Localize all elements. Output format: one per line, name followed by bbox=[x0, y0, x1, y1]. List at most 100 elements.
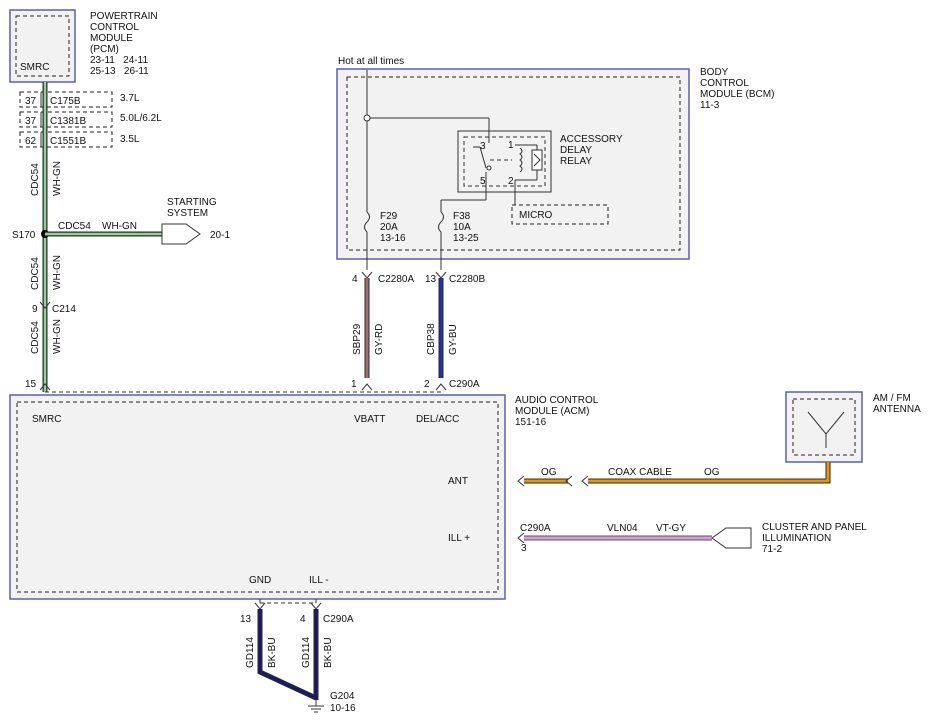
wire-circuit-label: CDC54 bbox=[30, 257, 41, 290]
fuse-ref: 13-25 bbox=[453, 233, 479, 244]
starting-title-1: STARTING bbox=[167, 197, 217, 208]
connector-name: C175B bbox=[50, 96, 81, 107]
acm-pin-ill-plus: ILL + bbox=[448, 533, 470, 544]
acm-pin-vbatt: VBATT bbox=[354, 414, 385, 425]
ground-symbol-icon bbox=[308, 700, 324, 713]
cluster-title-1: CLUSTER AND PANEL bbox=[762, 522, 867, 533]
hot-at-all-times-label: Hot at all times bbox=[338, 56, 404, 67]
acm-pin15-connector-icon bbox=[39, 383, 51, 391]
cluster-ref: 71-2 bbox=[762, 544, 782, 555]
relay-pin: 5 bbox=[480, 176, 486, 187]
bk-bu-wire bbox=[257, 609, 319, 701]
micro-box bbox=[511, 204, 609, 225]
c2280a-connector-icon bbox=[361, 271, 373, 279]
ground-pin: 13 bbox=[240, 614, 252, 625]
antenna-title-2: ANTENNA bbox=[873, 404, 921, 415]
coax-connector-icon bbox=[517, 475, 525, 487]
wire-circuit-label: GD114 bbox=[301, 637, 312, 668]
acm-title-1: AUDIO CONTROL bbox=[515, 395, 599, 406]
antenna-icon bbox=[807, 411, 845, 448]
connector-pin: 62 bbox=[25, 136, 37, 147]
acm-pin-ant: ANT bbox=[448, 476, 468, 487]
acm-pin: 1 bbox=[351, 379, 357, 390]
starting-ref: 20-1 bbox=[210, 230, 230, 241]
coax-color-label: OG bbox=[704, 467, 720, 478]
wire-circuit-label: CDC54 bbox=[30, 163, 41, 196]
wire-circuit-label: CDC54 bbox=[30, 321, 41, 354]
bcm-title-2: CONTROL bbox=[700, 78, 749, 89]
wire-color-label: GY-BU bbox=[448, 324, 459, 355]
relay-title-1: ACCESSORY bbox=[560, 134, 623, 145]
pcm-title-3: MODULE bbox=[90, 33, 133, 44]
starting-title-2: SYSTEM bbox=[167, 208, 208, 219]
c214-pin: 9 bbox=[32, 304, 38, 315]
relay-pin: 2 bbox=[508, 176, 514, 187]
pcm-title-1: POWERTRAIN bbox=[90, 11, 158, 22]
ground-ref: 10-16 bbox=[330, 703, 356, 714]
acm-ref: 151-16 bbox=[515, 417, 547, 428]
c214-connector-icon bbox=[39, 301, 51, 309]
c2280a-name: C2280A bbox=[378, 274, 414, 285]
wire-circuit-label: CBP38 bbox=[426, 323, 437, 355]
ground-name: G204 bbox=[330, 691, 355, 702]
pcm-refs-1: 23-11 24-11 bbox=[90, 55, 148, 66]
fuse-rating: 10A bbox=[453, 222, 471, 233]
connector-note: 3.7L bbox=[120, 93, 140, 104]
c2280b-pin: 13 bbox=[425, 274, 437, 285]
antenna-title-1: AM / FM bbox=[873, 393, 911, 404]
coax-cable-label: COAX CABLE bbox=[608, 467, 672, 478]
pcm-title-2: CONTROL bbox=[90, 22, 139, 33]
wire-circuit-label: GD114 bbox=[245, 637, 256, 668]
pcm-title-4: (PCM) bbox=[90, 44, 119, 55]
wire-circuit-label: SBP29 bbox=[352, 323, 363, 355]
wire-color-label: BK-BU bbox=[323, 637, 334, 668]
cluster-title-2: ILLUMINATION bbox=[762, 533, 831, 544]
wire-circuit-label: VLN04 bbox=[607, 523, 638, 534]
relay-coil-icon bbox=[519, 147, 523, 173]
c214-name: C214 bbox=[52, 304, 76, 315]
relay-pin: 3 bbox=[480, 141, 486, 152]
fuse-rating: 20A bbox=[380, 222, 398, 233]
ill-minus-connector-icon bbox=[310, 602, 322, 610]
wire-color-label: VT-GY bbox=[656, 523, 686, 534]
pcm-box bbox=[9, 9, 76, 83]
wire-color-label: WH-GN bbox=[52, 161, 63, 196]
wire-color-label: BK-BU bbox=[267, 637, 278, 668]
c2280b-name: C2280B bbox=[449, 274, 485, 285]
bcm-box bbox=[336, 68, 690, 260]
cluster-arrow bbox=[711, 527, 752, 549]
connector-note: 3.5L bbox=[120, 134, 140, 145]
connector-pin: 37 bbox=[25, 96, 37, 107]
acm-box bbox=[9, 394, 506, 600]
acm-pin-gnd: GND bbox=[249, 575, 271, 586]
connector-name: C1551B bbox=[50, 136, 86, 147]
relay-pin: 1 bbox=[508, 140, 514, 151]
connector-note: 5.0L/6.2L bbox=[120, 113, 162, 124]
acm-pin-smrc: SMRC bbox=[32, 414, 61, 425]
wire-color-label: WH-GN bbox=[52, 255, 63, 290]
bcm-ref: 11-3 bbox=[700, 100, 720, 111]
bcm-title-1: BODY bbox=[700, 67, 729, 78]
acm-connector-name: C290A bbox=[449, 379, 480, 390]
coax-inline-connector-icon bbox=[565, 475, 589, 487]
antenna-box bbox=[785, 391, 863, 463]
splice-label: S170 bbox=[12, 230, 36, 241]
pcm-refs-2: 25-13 26-11 bbox=[90, 66, 149, 77]
relay-title-3: RELAY bbox=[560, 156, 592, 167]
cluster-connector-pin: 3 bbox=[521, 543, 527, 554]
c2280b-connector-icon bbox=[435, 271, 447, 279]
gnd-connector-icon bbox=[254, 602, 266, 610]
cluster-connector-name: C290A bbox=[520, 523, 551, 534]
wire-color-label: WH-GN bbox=[102, 221, 137, 232]
coax-cable-wire bbox=[524, 462, 831, 484]
acm-pin1-connector-icon bbox=[361, 383, 373, 391]
coax-color-label: OG bbox=[541, 467, 557, 478]
starting-system-arrow bbox=[161, 223, 201, 245]
fuse-f38-icon bbox=[438, 211, 444, 233]
acm-pin-ill-minus: ILL - bbox=[309, 575, 329, 586]
relay-outline bbox=[457, 130, 552, 193]
micro-label: MICRO bbox=[519, 210, 553, 221]
wire-circuit-label: CDC54 bbox=[58, 221, 91, 232]
fuse-name: F29 bbox=[380, 211, 398, 222]
